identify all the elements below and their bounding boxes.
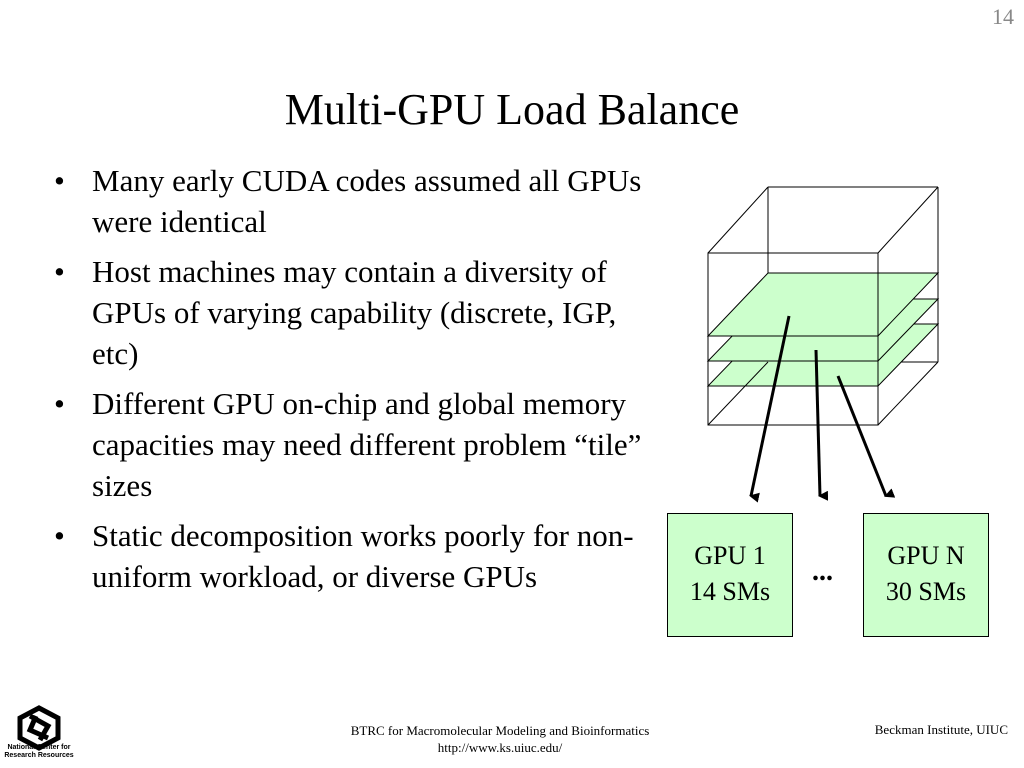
logo-caption: National Center for Research Resources [4, 744, 74, 759]
gpun-box: GPU N 30 SMs [863, 513, 989, 637]
bullet-item: • Many early CUDA codes assumed all GPUs… [54, 160, 654, 242]
arrow-to-gpu1 [749, 315, 791, 503]
cube-front [707, 186, 939, 426]
footer-institute: Beckman Institute, UIUC [874, 722, 1008, 737]
bullet-marker: • [54, 254, 65, 289]
arrow-to-gpun [836, 375, 896, 498]
gpu1-name: GPU 1 [694, 541, 766, 570]
bullet-list: • Many early CUDA codes assumed all GPUs… [54, 160, 654, 606]
gpu1-sm-count: 14 SMs [689, 577, 771, 606]
footer-center: BTRC for Macromolecular Modeling and Bio… [300, 722, 700, 756]
bullet-item: • Static decomposition works poorly for … [54, 515, 654, 597]
bullet-item: • Host machines may contain a diversity … [54, 251, 654, 374]
bullet-marker: • [54, 163, 65, 198]
bullet-marker: • [54, 386, 65, 421]
gpun-sm-count: 30 SMs [885, 577, 967, 606]
arrow-to-gpu-middle [814, 349, 829, 501]
bullet-marker: • [54, 518, 65, 553]
gpun-name: GPU N [887, 541, 965, 570]
footer-organization: BTRC for Macromolecular Modeling and Bio… [350, 723, 650, 738]
bullet-text: Static decomposition works poorly for no… [92, 518, 634, 594]
slide-number: 14 [992, 4, 1014, 29]
bullet-text: Different GPU on-chip and global memory … [92, 386, 642, 503]
gpu1-box: GPU 1 14 SMs [667, 513, 793, 637]
bullet-item: • Different GPU on-chip and global memor… [54, 383, 654, 506]
slide-title: Multi-GPU Load Balance [284, 85, 740, 134]
bullet-text: Host machines may contain a diversity of… [92, 254, 617, 371]
footer-url: http://www.ks.uiuc.edu/ [437, 740, 563, 755]
bullet-text: Many early CUDA codes assumed all GPUs w… [92, 163, 642, 239]
ncrr-logo [17, 705, 61, 751]
gpu-ellipsis: ... [812, 556, 833, 587]
